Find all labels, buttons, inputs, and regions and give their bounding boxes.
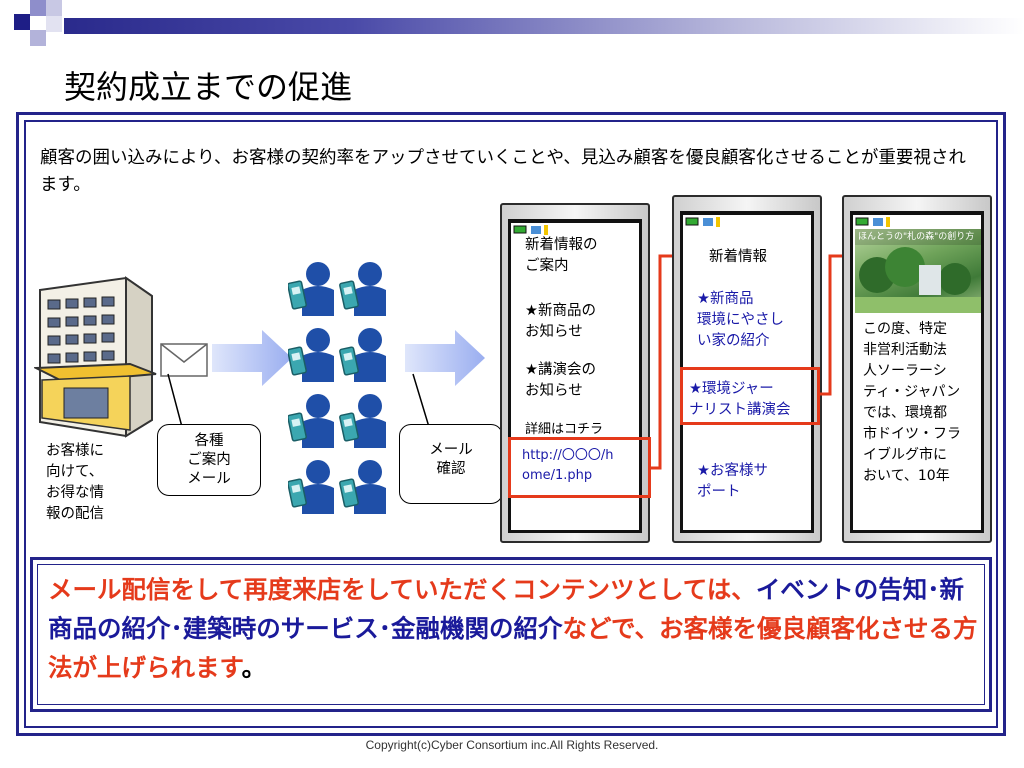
phone-1-link[interactable]: http://〇〇〇/h ome/1.php xyxy=(522,446,613,486)
left-caption-line: 向けて、 xyxy=(46,464,104,480)
summary-segment: 。 xyxy=(241,653,267,682)
phone-1-link-line: ome/1.php xyxy=(522,468,593,483)
callout-check-line: 確認 xyxy=(436,461,466,477)
summary-segment: イベントの告知･新商品の紹介･建築時のサービス･金融機関の紹介 xyxy=(48,575,965,643)
left-caption-line: お得な情 xyxy=(46,485,104,501)
summary-frame xyxy=(30,557,992,712)
phone-3-screen: ほんとうの"札の森"の創り方 この度、特定 非営利活動法 人ソーラーシ ティ・ジ… xyxy=(850,211,984,533)
phone-1-details-label: 詳細はコチラ xyxy=(525,422,604,437)
battery-signal-icon xyxy=(855,217,890,227)
phone-2-item: ★環境ジャー xyxy=(689,381,774,397)
phone-3-text: おいて、10年 xyxy=(863,468,950,484)
header-bar xyxy=(64,18,1024,34)
callout-check-line: メール xyxy=(429,442,473,458)
battery-signal-icon xyxy=(685,217,720,227)
callout-check: メール 確認 xyxy=(399,424,503,504)
phone-2-header: 新着情報 xyxy=(709,249,767,265)
phone-1-link-line: http://〇〇〇/h xyxy=(522,448,614,463)
summary-text: メール配信をして再度来店をしていただくコンテンツとしては、イベントの告知･新商品… xyxy=(48,570,978,687)
building-icon xyxy=(34,276,157,438)
content-inner-frame xyxy=(24,120,998,728)
envelope-icon xyxy=(160,343,208,377)
callout-pointer xyxy=(167,373,202,428)
page-title: 契約成立までの促進 xyxy=(64,68,353,106)
callout-mail: 各種 ご案内 メール xyxy=(157,424,261,496)
content-frame xyxy=(16,112,1006,736)
phone-2-item: ナリスト講演会 xyxy=(689,402,791,418)
summary-segment: などで、お客様を優良顧客化させる方法が上げられます xyxy=(48,614,978,682)
tree-icon xyxy=(855,247,981,313)
arrow-right-icon xyxy=(405,330,485,386)
phone-3-text: 市ドイツ・フラ xyxy=(863,426,961,442)
callout-mail-line: 各種 xyxy=(194,433,224,449)
phone-1-text: ★講演会の xyxy=(525,362,596,378)
summary-inner-frame xyxy=(37,564,985,705)
copyright: Copyright(c)Cyber Consortium inc.All Rig… xyxy=(365,738,659,752)
summary-segment: メール配信をして再度来店をしていただくコンテンツとしては、 xyxy=(48,575,756,604)
phone-3-banner: ほんとうの"札の森"の創り方 xyxy=(855,229,981,245)
battery-signal-icon xyxy=(513,225,548,235)
phone-3-text: 人ソーラーシ xyxy=(863,363,947,379)
left-caption: お客様に 向けて、 お得な情 報の配信 xyxy=(46,441,104,525)
phone-3-forest-image: ほんとうの"札の森"の創り方 xyxy=(855,229,981,313)
phone-2-item: ★お客様サ xyxy=(697,463,768,479)
intro-text: 顧客の囲い込みにより、お客様の契約率をアップさせていくことや、見込み顧客を優良顧… xyxy=(40,148,966,195)
phone-1-text: お知らせ xyxy=(525,324,583,340)
phone-1-screen: 新着情報の ご案内 ★新商品の お知らせ ★講演会の お知らせ 詳細はコチラ xyxy=(508,219,642,533)
phone-2-item: ポート xyxy=(697,484,741,500)
customers-icon-group xyxy=(288,261,387,515)
phone-3-text: ティ・ジャパン xyxy=(863,384,961,400)
phone-2-screen: 新着情報 ★新商品 環境にやさし い家の紹介 ★環境ジャー ナリスト講演会 ★お… xyxy=(680,211,814,533)
phone-1-text: ご案内 xyxy=(525,258,569,274)
callout-mail-line: ご案内 xyxy=(187,452,231,468)
callout-mail-line: メール xyxy=(187,471,231,487)
phone-3-text: この度、特定 xyxy=(863,321,947,337)
corner-decoration xyxy=(0,0,80,60)
phone-2-item: ★新商品 xyxy=(697,291,754,307)
phone-2-item: 環境にやさし xyxy=(697,312,784,328)
phone-1-text: 新着情報の xyxy=(525,237,598,253)
phone-1: 新着情報の ご案内 ★新商品の お知らせ ★講演会の お知らせ 詳細はコチラ xyxy=(500,203,650,543)
phone-1-text: お知らせ xyxy=(525,383,583,399)
phone-3-text: 非営利活動法 xyxy=(863,342,947,358)
arrow-right-icon xyxy=(212,330,292,386)
phone-2-item-highlight[interactable] xyxy=(680,367,820,425)
left-caption-line: 報の配信 xyxy=(46,506,104,522)
phone-2-item: い家の紹介 xyxy=(697,333,770,349)
phone-3-text: イブルグ市に xyxy=(863,447,947,463)
left-caption-line: お客様に xyxy=(46,443,104,459)
phone-3-text: では、環境都 xyxy=(863,405,947,421)
phone-2: 新着情報 ★新商品 環境にやさし い家の紹介 ★環境ジャー ナリスト講演会 ★お… xyxy=(672,195,822,543)
phone-1-text: ★新商品の xyxy=(525,303,596,319)
phone-3: ほんとうの"札の森"の創り方 この度、特定 非営利活動法 人ソーラーシ ティ・ジ… xyxy=(842,195,992,543)
callout-pointer xyxy=(412,373,451,428)
